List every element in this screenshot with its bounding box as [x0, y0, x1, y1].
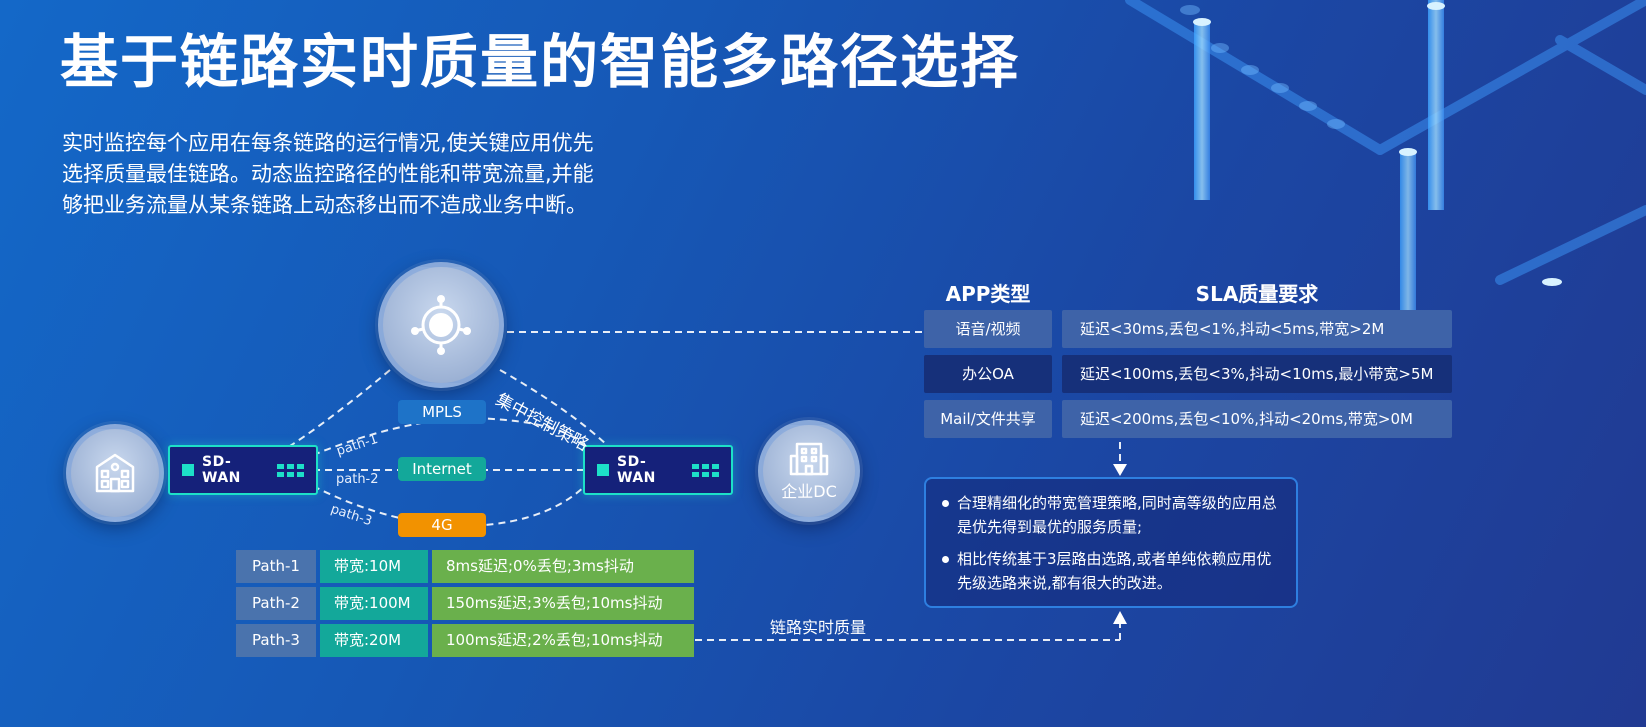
dc-node: 企业DC	[758, 420, 860, 522]
list-item: 合理精细化的带宽管理策略,同时高等级的应用总是优先得到最优的服务质量;	[942, 491, 1282, 539]
bullet-icon	[942, 500, 949, 507]
arrow-heads	[1113, 464, 1127, 624]
controller-node	[378, 262, 504, 388]
description-line: 实时监控每个应用在每条链路的运行情况,使关键应用优先	[62, 131, 594, 155]
path-name: Path-3	[236, 624, 316, 657]
path-quality: 100ms延迟;2%丢包;10ms抖动	[432, 624, 694, 657]
link-internet: Internet	[398, 457, 486, 481]
sla-requirement: 延迟<30ms,丢包<1%,抖动<5ms,带宽>2M	[1062, 310, 1452, 348]
status-square-icon	[182, 464, 194, 476]
path-name: Path-2	[236, 587, 316, 620]
port-dots-icon	[277, 463, 304, 477]
bullet-icon	[942, 556, 949, 563]
sla-header-requirement: SLA质量要求	[1195, 282, 1319, 306]
sdwan-dc-device: SD-WAN	[583, 445, 733, 495]
sdwan-label: SD-WAN	[617, 454, 656, 486]
hub-network-icon	[409, 293, 473, 357]
app-type: Mail/文件共享	[924, 400, 1052, 438]
table-row: Path-2 带宽:100M 150ms延迟;3%丢包;10ms抖动	[236, 587, 694, 620]
table-row: 语音/视频 延迟<30ms,丢包<1%,抖动<5ms,带宽>2M	[924, 310, 1452, 348]
path-quality: 150ms延迟;3%丢包;10ms抖动	[432, 587, 694, 620]
list-item: 相比传统基于3层路由选路,或者单纯依赖应用优先级选路来说,都有很大的改进。	[942, 547, 1282, 595]
page-title: 基于链路实时质量的智能多路径选择	[60, 28, 1021, 96]
sdwan-branch-device: SD-WAN	[168, 445, 318, 495]
path-name: Path-1	[236, 550, 316, 583]
office-tower-icon	[789, 440, 829, 476]
description-line: 够把业务流量从某条链路上动态移出而不造成业务中断。	[62, 193, 587, 217]
table-row: 办公OA 延迟<100ms,丢包<3%,抖动<10ms,最小带宽>5M	[924, 355, 1452, 393]
table-row: Path-1 带宽:10M 8ms延迟;0%丢包;3ms抖动	[236, 550, 694, 583]
status-square-icon	[597, 464, 609, 476]
sla-requirement: 延迟<100ms,丢包<3%,抖动<10ms,最小带宽>5M	[1062, 355, 1452, 393]
link-4g: 4G	[398, 513, 486, 537]
benefit-text: 合理精细化的带宽管理策略,同时高等级的应用总是优先得到最优的服务质量;	[957, 494, 1277, 536]
path-quality: 8ms延迟;0%丢包;3ms抖动	[432, 550, 694, 583]
path-bandwidth: 带宽:100M	[320, 587, 428, 620]
link-mpls: MPLS	[398, 400, 486, 424]
building-icon	[91, 449, 139, 497]
port-dots-icon	[692, 463, 719, 477]
benefit-text: 相比传统基于3层路由选路,或者单纯依赖应用优先级选路来说,都有很大的改进。	[957, 550, 1272, 592]
path-bandwidth: 带宽:20M	[320, 624, 428, 657]
path-label-2: path-2	[336, 472, 379, 487]
path-bandwidth: 带宽:10M	[320, 550, 428, 583]
sdwan-label: SD-WAN	[202, 454, 241, 486]
dc-label: 企业DC	[781, 482, 837, 501]
table-row: Mail/文件共享 延迟<200ms,丢包<10%,抖动<20ms,带宽>0M	[924, 400, 1452, 438]
description-line: 选择质量最佳链路。动态监控路径的性能和带宽流量,并能	[62, 162, 594, 186]
app-type: 办公OA	[924, 355, 1052, 393]
table-row: Path-3 带宽:20M 100ms延迟;2%丢包;10ms抖动	[236, 624, 694, 657]
sla-table: 语音/视频 延迟<30ms,丢包<1%,抖动<5ms,带宽>2M 办公OA 延迟…	[924, 310, 1452, 438]
page-description: 实时监控每个应用在每条链路的运行情况,使关键应用优先 选择质量最佳链路。动态监控…	[62, 128, 702, 221]
benefits-box: 合理精细化的带宽管理策略,同时高等级的应用总是优先得到最优的服务质量; 相比传统…	[924, 477, 1298, 608]
sla-requirement: 延迟<200ms,丢包<10%,抖动<20ms,带宽>0M	[1062, 400, 1452, 438]
sla-header-app: APP类型	[945, 282, 1031, 306]
realtime-quality-label: 链路实时质量	[770, 618, 867, 637]
path-quality-table: Path-1 带宽:10M 8ms延迟;0%丢包;3ms抖动 Path-2 带宽…	[236, 550, 694, 657]
branch-node	[66, 424, 164, 522]
app-type: 语音/视频	[924, 310, 1052, 348]
